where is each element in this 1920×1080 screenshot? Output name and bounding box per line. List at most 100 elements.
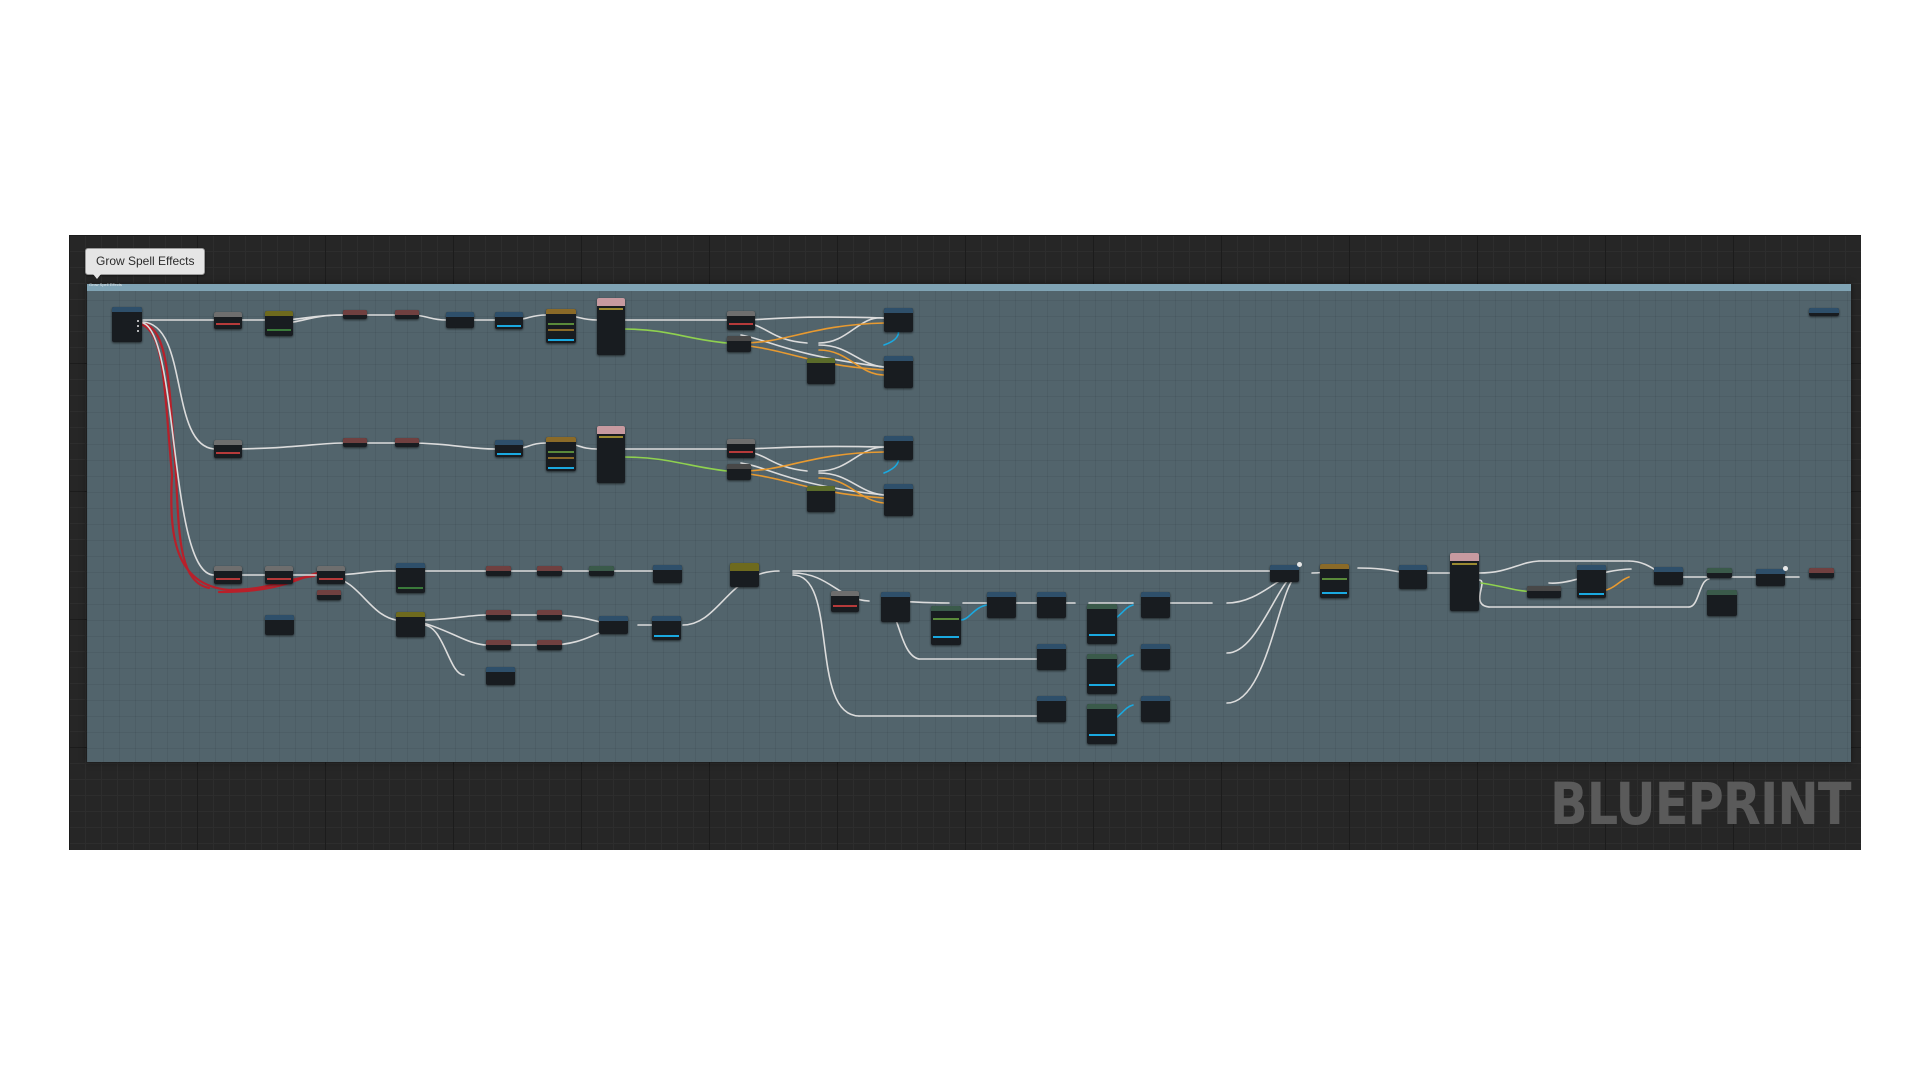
node-pin-strip (497, 325, 521, 327)
macro-node[interactable] (343, 438, 367, 447)
function-node[interactable] (495, 312, 523, 329)
timeline-node[interactable] (597, 298, 625, 355)
function-node[interactable] (881, 592, 910, 622)
node-pin-strip (497, 453, 521, 455)
macro-node[interactable] (395, 310, 419, 319)
make-struct-node[interactable] (546, 309, 576, 343)
macro-node[interactable] (343, 310, 367, 319)
function-node[interactable] (1577, 565, 1606, 598)
make-struct-node[interactable] (1320, 564, 1349, 598)
function-node[interactable] (214, 440, 242, 458)
function-node[interactable] (265, 566, 293, 584)
function-node[interactable] (396, 563, 425, 593)
blueprint-graph-canvas[interactable]: Grow Spell Effects Grow Spell Effects (69, 235, 1861, 850)
comment-box[interactable]: Grow Spell Effects (87, 282, 1851, 762)
node-pin-strip (599, 308, 623, 310)
exec-pin-icon[interactable] (137, 320, 139, 322)
function-node[interactable] (1037, 696, 1066, 722)
function-node[interactable] (317, 566, 345, 584)
node-header (727, 336, 751, 341)
function-node[interactable] (214, 566, 242, 584)
node-pin-strip (548, 329, 574, 331)
function-node[interactable] (1654, 567, 1683, 585)
macro-node[interactable] (1809, 568, 1834, 578)
macro-node[interactable] (1707, 568, 1732, 578)
function-node[interactable] (727, 464, 751, 480)
macro-node[interactable] (537, 566, 562, 576)
function-node[interactable] (652, 616, 681, 640)
function-node[interactable] (446, 312, 474, 328)
macro-node[interactable] (486, 640, 511, 650)
macro-node[interactable] (486, 610, 511, 620)
event-begin-node[interactable] (112, 307, 142, 342)
pure-function-node[interactable] (807, 358, 835, 384)
blueprint-watermark: BLUEPRINT (1550, 770, 1851, 838)
pure-function-node[interactable] (1087, 604, 1117, 644)
macro-node[interactable] (537, 610, 562, 620)
function-node[interactable] (1037, 644, 1066, 670)
macro-node[interactable] (1809, 308, 1839, 316)
function-node[interactable] (884, 436, 913, 460)
node-pin-strip (933, 618, 959, 620)
function-node[interactable] (1756, 569, 1785, 586)
macro-node[interactable] (537, 640, 562, 650)
exec-wires (142, 314, 1830, 717)
node-header (1399, 565, 1427, 570)
macro-node[interactable] (395, 438, 419, 447)
function-node[interactable] (1399, 565, 1427, 589)
function-node[interactable] (653, 565, 682, 583)
macro-node[interactable] (317, 590, 341, 600)
function-node[interactable] (214, 312, 242, 329)
function-node[interactable] (265, 615, 294, 635)
pure-function-node[interactable] (1087, 654, 1117, 694)
function-node[interactable] (884, 308, 913, 332)
function-node[interactable] (495, 440, 523, 457)
function-node[interactable] (1270, 565, 1299, 582)
node-pin-strip (267, 578, 291, 580)
timeline-node[interactable] (597, 426, 625, 483)
function-node[interactable] (727, 439, 755, 458)
function-node[interactable] (599, 616, 628, 634)
node-header (807, 358, 835, 363)
branch-node[interactable] (730, 563, 759, 587)
node-header (1809, 568, 1834, 573)
node-pin-strip (729, 323, 753, 325)
data-pin-icon[interactable] (137, 330, 139, 332)
function-node[interactable] (727, 311, 755, 330)
node-header (884, 436, 913, 441)
function-node[interactable] (727, 336, 751, 352)
macro-node[interactable] (589, 566, 614, 576)
function-node[interactable] (884, 356, 913, 388)
pure-function-node[interactable] (265, 311, 293, 336)
function-node[interactable] (1141, 696, 1170, 722)
pure-function-node[interactable] (396, 612, 425, 637)
node-pin-strip (729, 451, 753, 453)
pure-function-node[interactable] (1087, 704, 1117, 744)
function-node[interactable] (1037, 592, 1066, 618)
function-node[interactable] (1527, 586, 1561, 598)
function-node[interactable] (831, 591, 859, 612)
node-header (396, 563, 425, 568)
comment-bubble[interactable]: Grow Spell Effects (85, 248, 206, 275)
reroute-node-icon[interactable] (1297, 562, 1302, 567)
function-node[interactable] (1141, 592, 1170, 618)
pure-function-node[interactable] (1707, 590, 1737, 616)
function-node[interactable] (486, 667, 515, 685)
comment-header[interactable]: Grow Spell Effects (87, 282, 1851, 291)
function-node[interactable] (884, 484, 913, 516)
pure-function-node[interactable] (931, 606, 961, 645)
timeline-node[interactable] (1450, 553, 1479, 611)
struct-wires (740, 322, 1630, 592)
node-header (807, 486, 835, 491)
node-pin-strip (1322, 592, 1347, 594)
node-pin-strip (1089, 734, 1115, 736)
node-header (395, 310, 419, 315)
macro-node[interactable] (486, 566, 511, 576)
reroute-node-icon[interactable] (1783, 566, 1788, 571)
function-node[interactable] (987, 592, 1016, 618)
make-struct-node[interactable] (546, 437, 576, 471)
function-node[interactable] (1141, 644, 1170, 670)
node-header (1577, 565, 1606, 570)
pure-function-node[interactable] (807, 486, 835, 512)
exec-pin-icon[interactable] (137, 325, 139, 327)
